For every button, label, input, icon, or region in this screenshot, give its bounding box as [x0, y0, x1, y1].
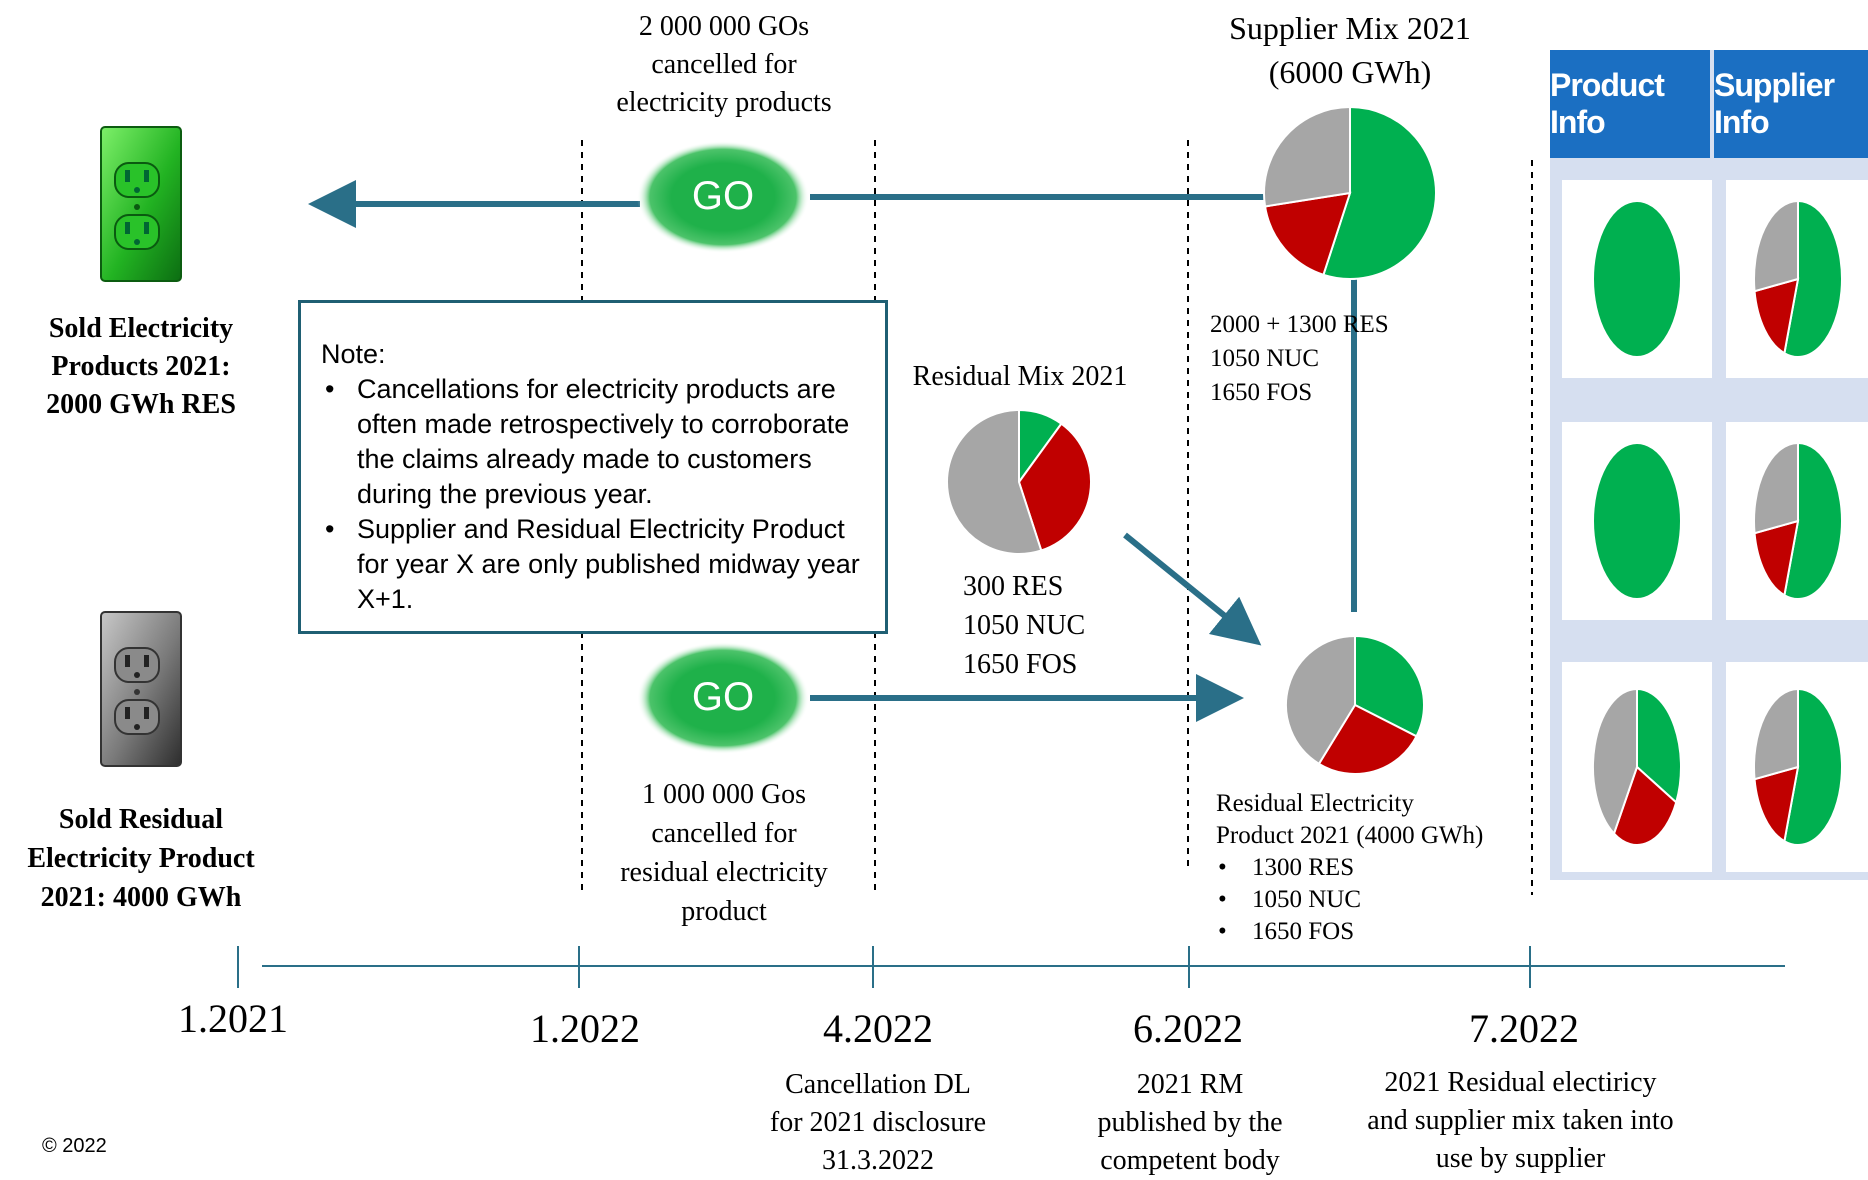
note-title: Note: — [321, 339, 386, 369]
supplier-mix-pie — [1263, 105, 1437, 280]
grey-outlet-icon — [100, 611, 182, 767]
timeline-date: 6.2022 — [1133, 1006, 1243, 1051]
fos-slice — [1285, 634, 1356, 766]
nuc-slice — [1317, 703, 1418, 775]
nuc-slice — [1753, 765, 1800, 843]
nuc-slice — [1017, 422, 1092, 552]
green-outlet-icon — [100, 126, 182, 282]
go-badge-bottom — [637, 642, 809, 754]
res-slice — [1636, 687, 1682, 805]
fos-slice — [946, 408, 1043, 555]
go-badge-top-label: GO — [691, 174, 755, 218]
fos-slice — [1753, 199, 1799, 293]
fos-slice — [1592, 687, 1638, 836]
residual-product-caption: Residual Electricity Product 2021 (4000 … — [1216, 788, 1483, 948]
header-supplier-info: Supplier Info — [1714, 50, 1868, 158]
fos-slice — [1753, 687, 1799, 781]
nuc-slice — [1753, 519, 1800, 597]
res-slice — [1354, 634, 1425, 738]
fos-slice — [1753, 441, 1799, 535]
timeline-date: 1.2022 — [530, 1006, 640, 1051]
note-box: Note: Cancellations for electricity prod… — [298, 300, 888, 634]
timeline-date: 7.2022 — [1469, 1006, 1579, 1051]
res-slice — [1322, 105, 1437, 280]
res-slice — [1592, 442, 1682, 600]
residual-product-item: 1300 RES — [1216, 852, 1483, 884]
nuc-slice — [1753, 277, 1800, 355]
res-slice — [1592, 200, 1682, 358]
residual-mix-pie — [946, 408, 1092, 555]
table-pies — [1592, 199, 1843, 846]
residual-product-item: 1050 NUC — [1216, 884, 1483, 916]
info-table: Product Info Supplier Info — [1550, 50, 1868, 880]
residual-product-pie — [1285, 634, 1425, 775]
note-item: Supplier and Residual Electricity Produc… — [321, 512, 865, 617]
copyright: © 2022 — [42, 1135, 107, 1157]
nuc-slice — [1612, 765, 1678, 846]
residual-mix-title: Residual Mix 2021 — [912, 361, 1128, 392]
residual-product-item: 1650 FOS — [1216, 916, 1483, 948]
timeline-date: 4.2022 — [823, 1006, 933, 1051]
timeline-date: 1.2021 — [178, 996, 288, 1041]
fos-slice — [1263, 105, 1351, 208]
arrow-rm-to-residual-product — [1123, 532, 1262, 646]
go-badge-bottom-label: GO — [691, 675, 755, 719]
go-badge-top — [637, 141, 809, 253]
header-product-info: Product Info — [1550, 50, 1710, 158]
nuc-slice — [1263, 191, 1352, 277]
supplier-mix-title: Supplier Mix 2021(6000 GWh) — [1229, 10, 1471, 90]
note-item: Cancellations for electricity products a… — [321, 372, 865, 512]
